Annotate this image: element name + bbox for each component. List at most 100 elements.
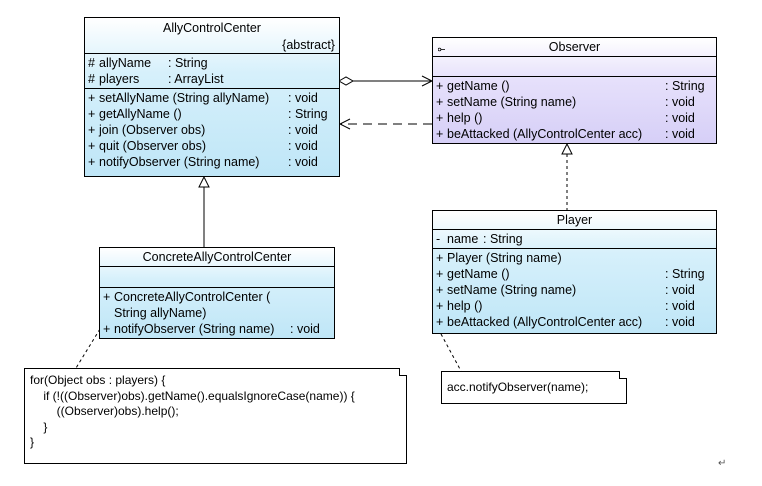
dependency-arrowhead — [338, 118, 351, 130]
attribute-name: name — [447, 232, 479, 246]
class-concrete-ally-control-center[interactable]: ConcreteAllyControlCenter +ConcreteAllyC… — [99, 247, 335, 339]
visibility: + — [436, 111, 444, 125]
operation-row: +setAllyName (String allyName): void — [85, 90, 339, 106]
operation-name: help () — [447, 299, 483, 313]
operation-row: +getName () : String — [433, 266, 716, 282]
note-concrete-notify[interactable]: for(Object obs : players) { if (!((Obser… — [24, 368, 407, 464]
operation-type: : void — [665, 299, 695, 313]
operation-name: join (Observer obs) — [99, 123, 206, 137]
visibility: + — [88, 155, 96, 169]
operation-name: beAttacked (AllyControlCenter acc) — [447, 127, 643, 141]
attribute-type: : String — [483, 232, 523, 246]
operation-row: +getAllyName () : String — [85, 106, 339, 122]
note-player-beattacked[interactable]: acc.notifyObserver(name); — [441, 371, 627, 404]
attribute-name: allyName — [99, 56, 152, 70]
class-name: AllyControlCenter — [163, 21, 261, 35]
class-name: Player — [556, 213, 593, 227]
operation-row: +join (Observer obs) : void — [85, 122, 339, 138]
attributes-section — [100, 266, 334, 287]
operation-type: : String — [665, 267, 705, 281]
attribute-row: - name : String — [433, 231, 716, 247]
operation-type: : void — [665, 283, 695, 297]
operation-type: : String — [288, 107, 328, 121]
visibility: + — [88, 91, 96, 105]
attribute-row: # players : ArrayList — [85, 71, 339, 87]
player-note-anchor — [440, 333, 462, 372]
visibility: + — [436, 315, 444, 329]
operation-name: getName () — [447, 267, 510, 281]
operation-type: : void — [288, 123, 318, 137]
operation-name: notifyObserver (String name) — [114, 322, 275, 336]
class-ally-control-center[interactable]: AllyControlCenter {abstract} # allyName … — [84, 17, 340, 177]
interface-name: Observer — [548, 40, 601, 54]
operation-row: +setName (String name) : void — [433, 94, 716, 110]
visibility: + — [88, 139, 96, 153]
generalization-triangle — [198, 175, 210, 188]
operation-row: +notifyObserver (String name): void — [85, 154, 339, 170]
visibility: + — [436, 127, 444, 141]
interface-observer[interactable]: Observer +getName (): String +setName (S… — [432, 37, 717, 144]
operation-row: +help () : void — [433, 110, 716, 126]
operation-row: +quit (Observer obs) : void — [85, 138, 339, 154]
attribute-row: # allyName : String — [85, 55, 339, 71]
attributes-section: - name : String — [433, 229, 716, 248]
visibility: # — [88, 72, 95, 86]
operation-name: beAttacked (AllyControlCenter acc) — [447, 315, 643, 329]
realization-triangle — [561, 142, 573, 155]
operation-row: +ConcreteAllyControlCenter ( — [100, 289, 334, 305]
operations-section: +setAllyName (String allyName): void +ge… — [85, 88, 339, 170]
operation-name: help () — [447, 111, 483, 125]
operation-row: +beAttacked (AllyControlCenter acc) : voi… — [433, 126, 716, 142]
operation-type: : void — [290, 322, 320, 336]
operation-type: : String — [665, 79, 705, 93]
attribute-type: : ArrayList — [168, 72, 224, 86]
visibility: + — [88, 123, 96, 137]
operation-name: setName (String name) — [447, 283, 577, 297]
operations-section: +Player (String name) +getName (): Strin… — [433, 248, 716, 330]
class-player[interactable]: Player - name : String +Player (String n… — [432, 210, 717, 334]
operation-type: : void — [665, 95, 695, 109]
visibility: + — [436, 95, 444, 109]
attribute-name: players — [99, 72, 140, 86]
visibility: + — [436, 251, 444, 265]
aggregation-diamond — [337, 76, 355, 86]
operation-name: quit (Observer obs) — [99, 139, 206, 153]
operations-section: +getName (): String +setName (String nam… — [433, 76, 716, 142]
attributes-section: # allyName : String # players : ArrayLis… — [85, 53, 339, 88]
text-cursor-mark: ↵ — [718, 458, 727, 469]
operation-name: Player (String name) — [447, 251, 562, 265]
visibility: + — [436, 79, 444, 93]
operation-name: ConcreteAllyControlCenter ( — [114, 290, 271, 304]
interface-icon — [437, 41, 445, 52]
operation-name: getName () — [447, 79, 510, 93]
concrete-note-anchor — [75, 328, 101, 369]
operation-type: : void — [288, 139, 318, 153]
operation-row: +beAttacked (AllyControlCenter acc) : voi… — [433, 314, 716, 330]
note-corner-fold — [399, 368, 407, 376]
operation-row: +setName (String name) : void — [433, 282, 716, 298]
operation-type: : void — [665, 315, 695, 329]
class-name: ConcreteAllyControlCenter — [142, 250, 292, 264]
operation-type: : void — [665, 111, 695, 125]
visibility: + — [103, 322, 111, 336]
operation-name: setName (String name) — [447, 95, 577, 109]
visibility: + — [436, 267, 444, 281]
operation-row: +help () : void — [433, 298, 716, 314]
note-corner-fold — [619, 371, 627, 379]
visibility: + — [436, 299, 444, 313]
operation-type: : void — [665, 127, 695, 141]
operation-name: getAllyName () — [99, 107, 182, 121]
operation-row: +notifyObserver (String name) : void — [100, 321, 334, 337]
operations-section: +ConcreteAllyControlCenter ( String ally… — [100, 287, 334, 337]
visibility: + — [88, 107, 96, 121]
visibility: + — [436, 283, 444, 297]
operation-row: +Player (String name) — [433, 250, 716, 266]
attribute-type: : String — [168, 56, 208, 70]
operation-name: String allyName) — [114, 306, 207, 320]
abstract-stereotype: {abstract} — [282, 38, 335, 52]
attributes-section — [433, 56, 716, 76]
visibility: - — [436, 232, 441, 246]
operation-type: : void — [288, 155, 318, 169]
operation-name: setAllyName (String allyName) — [99, 91, 270, 105]
